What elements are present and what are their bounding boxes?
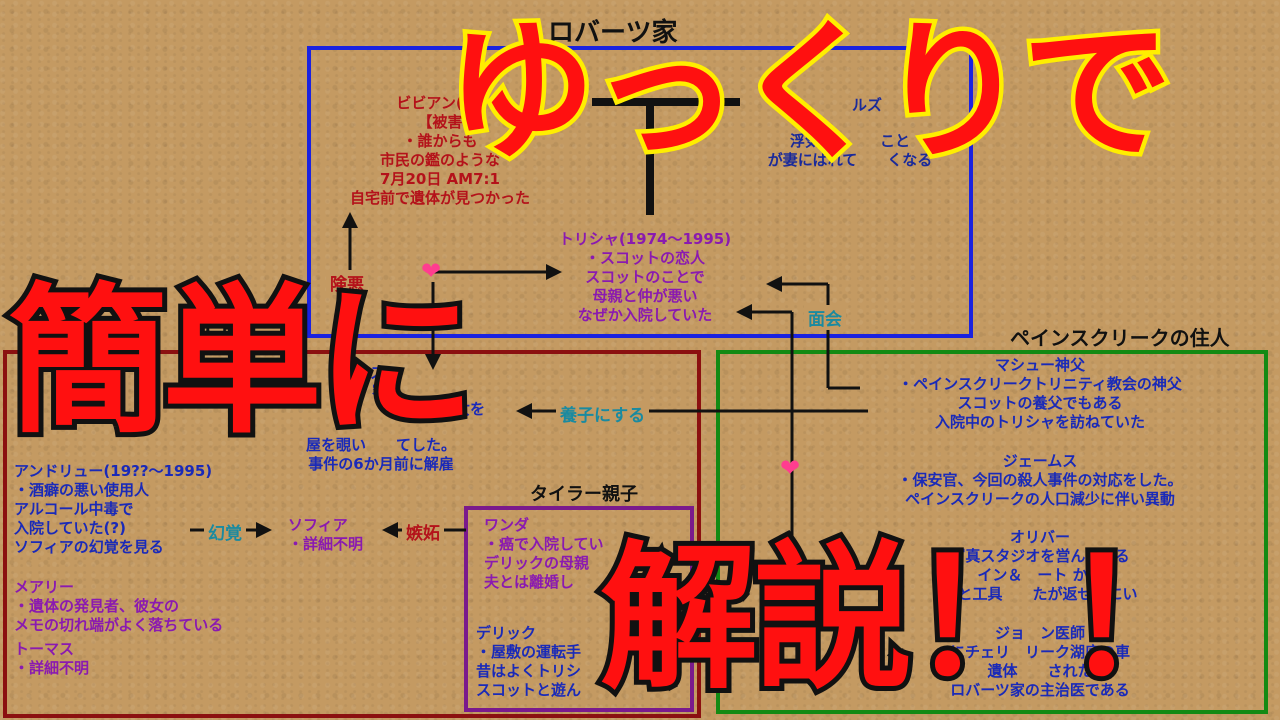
tricia-line: 母親と仲が悪い — [592, 287, 698, 305]
husband-line: が妻にばれて くなる — [767, 151, 933, 169]
andrew-line: ・酒癖の悪い使用人 — [14, 481, 150, 499]
taylor-family-label: タイラー親子 — [530, 484, 638, 505]
vivian-line: 7月20日 AM7:1 — [380, 170, 500, 188]
wanda-line: 夫とは離婚し — [484, 573, 575, 591]
tricia-block: トリシャ(1974～1995) ・スコットの恋人 スコットのことで 母親と仲が悪… — [540, 230, 750, 325]
doctor-line: にチェリ リーク湖底の車 — [949, 643, 1130, 661]
doctor-line: ロバーツ家の主治医である — [950, 681, 1130, 699]
roberts-family-box — [307, 46, 973, 338]
overlay-title-left: 簡単に — [3, 268, 481, 455]
andrew-line: 入院していた(?) — [14, 519, 126, 537]
taylor-family-box — [464, 506, 694, 712]
doctor-line: 遺体 された — [987, 662, 1093, 680]
matthew-line: スコットの養父でもある — [957, 394, 1123, 412]
paines-creek-label: ペインスクリークの住人 — [1010, 326, 1230, 350]
thomas-name: トーマス — [14, 640, 75, 658]
andrew-block: アンドリュー(19??～1995) ・酒癖の悪い使用人 アルコール中毒で 入院し… — [14, 462, 212, 557]
thomas-line: ・詳細不明 — [14, 659, 90, 677]
youshi-label: 養子にする — [556, 401, 650, 426]
derrick-line: 昔はよくトリシ — [476, 662, 582, 680]
oliver-line: 写真スタジオを営んでいる — [950, 547, 1130, 565]
genkaku-label: 幻覚 — [204, 519, 246, 544]
oliver-name: オリバー — [1009, 528, 1070, 546]
overlay-title-bottom: 解説！！ — [595, 527, 1225, 711]
roberts-family-label: ロバーツ家 — [548, 18, 678, 48]
derrick-line: ・屋敷の運転手 — [476, 643, 582, 661]
heart-icon: ❤ — [780, 454, 801, 482]
derrick-name: デリック — [476, 624, 537, 642]
shitto-label: 嫉妬 — [402, 519, 444, 544]
oliver-block: オリバー 写真スタジオを営んでいる イン＆ ート から ルと工具 たが返せずにい — [860, 528, 1220, 604]
scott-fragment: スコ — [370, 364, 401, 382]
tricia-name: トリシャ(1974～1995) — [558, 230, 732, 248]
james-name: ジェームス — [1002, 452, 1078, 470]
andrew-name: アンドリュー(19??～1995) — [14, 462, 213, 480]
oliver-line: イン＆ ート から — [977, 566, 1103, 584]
scott-line: 屋を覗い てした。 — [305, 436, 456, 454]
kenaku-label: 険悪 — [326, 270, 368, 295]
overlay-title-top: ゆっくりで — [441, 6, 1176, 180]
servants-label-partial: 人用 — [196, 324, 244, 352]
vivian-line: 市民の鑑のような — [379, 151, 500, 169]
james-block: ジェームス ・保安官、今回の殺人事件の対応をした。 ペインスクリークの人口減少に… — [860, 452, 1220, 509]
matthew-block: マシュー神父 ・ペインスクリークトリニティ教会の神父 スコットの養父でもある 入… — [860, 356, 1220, 432]
tricia-line: ・スコットの恋人 — [584, 249, 705, 267]
mary-line: ・遺体の発見者、彼女の — [14, 597, 180, 615]
vivian-name: ビビアン(19 — [396, 94, 484, 112]
doctor-name: ジョ ン医師 — [994, 624, 1085, 642]
heart-icon: ❤ — [421, 257, 442, 285]
wanda-line: ・癌で入院してい — [484, 535, 604, 553]
vivian-line: 自宅前で遺体が見つかった — [349, 189, 530, 207]
scott-block: 屋を覗い てした。 事件の6か月前に解雇 — [266, 436, 496, 474]
derrick-line: スコットと遊ん — [476, 681, 582, 699]
andrew-line: アルコール中毒で — [14, 500, 134, 518]
vivian-line: ・誰からも — [402, 132, 478, 150]
wanda-line: デリックの母親 — [484, 554, 590, 572]
mary-block: メアリー ・遺体の発見者、彼女の メモの切れ端がよく落ちている — [14, 578, 223, 635]
matthew-line: ・ペインスクリークトリニティ教会の神父 — [898, 375, 1182, 393]
james-line: ・保安官、今回の殺人事件の対応をした。 — [897, 471, 1183, 489]
derrick-block: デリック ・屋敷の運転手 昔はよくトリシ スコットと遊ん — [476, 624, 581, 700]
tricia-line: なぜか入院していた — [577, 306, 713, 324]
mary-line: メモの切れ端がよく落ちている — [14, 616, 224, 634]
vivian-line: 【被害 — [417, 113, 463, 131]
scott-fragment: 彼女を — [440, 400, 486, 418]
doctor-block: ジョ ン医師 にチェリ リーク湖底の車 遺体 された ロバーツ家の主治医である — [860, 624, 1220, 700]
matthew-line: 入院中のトリシャを訪ねていた — [934, 413, 1145, 431]
sofia-block: ソフィア ・詳細不明 — [288, 516, 363, 554]
scott-line: 事件の6か月前に解雇 — [308, 455, 454, 473]
husband-line: 浮気をし こと — [789, 132, 910, 150]
servants-box — [3, 350, 701, 718]
scott-fragment: 容 — [372, 382, 388, 400]
husband-block: 浮気をし こと が妻にばれて くなる — [740, 132, 960, 170]
thomas-block: トーマス ・詳細不明 — [14, 640, 89, 678]
oliver-line: ルと工具 たが返せずにい — [942, 585, 1138, 603]
james-line: ペインスクリークの人口減少に伴い異動 — [905, 490, 1175, 508]
paines-creek-box — [716, 350, 1268, 714]
wanda-name: ワンダ — [484, 516, 530, 534]
andrew-line: ソフィアの幻覚を見る — [14, 538, 164, 556]
sofia-line: ・詳細不明 — [288, 535, 364, 553]
matthew-name: マシュー神父 — [994, 356, 1085, 374]
husband-name-partial: ルズ — [852, 96, 883, 114]
menkai-label: 面会 — [804, 305, 846, 330]
wanda-block: ワンダ ・癌で入院してい デリックの母親 夫とは離婚し — [484, 516, 604, 592]
sofia-name: ソフィア — [288, 516, 348, 534]
mary-name: メアリー — [14, 578, 75, 596]
tricia-line: スコットのことで — [585, 268, 705, 286]
vivian-block: ビビアン(19 【被害 ・誰からも 市民の鑑のような 7月20日 AM7:1 自… — [320, 94, 560, 208]
